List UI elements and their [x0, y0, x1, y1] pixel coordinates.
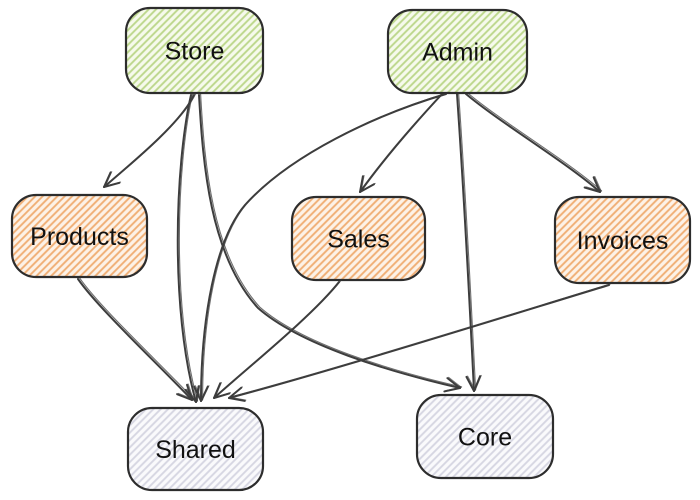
node-box-shared [126, 406, 265, 492]
node-label-products: Products [30, 223, 129, 251]
node-invoices: Invoices [553, 195, 692, 285]
edge-products-to-shared [77, 277, 195, 401]
node-label-store: Store [165, 38, 225, 66]
node-shared: Shared [126, 406, 265, 492]
arrowhead-barb [446, 377, 461, 389]
arrowhead-barb [104, 171, 113, 187]
node-products: Products [10, 193, 149, 279]
node-box-sales [290, 195, 427, 282]
node-label-invoices: Invoices [577, 227, 669, 255]
arrowhead-barb [359, 175, 364, 193]
edge-store-to-shared [176, 93, 201, 403]
node-store: Store [124, 6, 265, 95]
arrowhead-barb [592, 176, 601, 193]
node-box-admin [386, 8, 529, 95]
arrowhead-barb [213, 382, 222, 399]
arrowhead-barb [228, 397, 246, 402]
arrowhead-barb [201, 385, 210, 401]
arrowhead-barb [473, 375, 482, 392]
arrowhead-barb [176, 393, 193, 401]
edge-admin-to-invoices [465, 92, 603, 193]
node-admin: Admin [386, 8, 529, 95]
arrowhead-barb [474, 374, 482, 391]
arrowhead-barb [443, 387, 461, 393]
edge-layer [77, 92, 612, 403]
edge-admin-to-shared [193, 92, 449, 402]
arrowhead-barb [187, 383, 194, 400]
node-label-shared: Shared [155, 436, 236, 464]
edge-store-to-core [198, 93, 463, 393]
node-box-core [415, 393, 555, 480]
arrowhead-barb [214, 392, 232, 398]
node-box-products [10, 193, 149, 279]
arrowhead-barb [103, 171, 112, 188]
arrowhead-barb [194, 385, 203, 401]
arrowhead-barb [465, 375, 475, 392]
node-label-sales: Sales [327, 226, 390, 254]
arrowhead-barb [186, 383, 193, 401]
node-box-invoices [553, 195, 692, 285]
edge-admin-to-core [456, 92, 482, 392]
arrowhead-barb [448, 376, 462, 388]
arrowhead-barb [193, 385, 202, 402]
node-core: Core [415, 393, 555, 480]
arrowhead-barb [104, 181, 122, 187]
edge-invoices-to-shared [228, 283, 612, 402]
arrowhead-barb [360, 182, 376, 192]
arrowhead-barb [200, 385, 209, 402]
arrowhead-barb [229, 396, 247, 401]
node-sales: Sales [290, 195, 427, 282]
edge-sales-to-shared [213, 280, 342, 399]
arrowhead-barb [360, 174, 365, 192]
arrowhead-barb [467, 375, 476, 391]
node-label-core: Core [458, 424, 512, 452]
arrowhead-barb [229, 386, 243, 398]
arrowhead-barb [214, 381, 222, 398]
arrowhead-barb [583, 186, 601, 193]
node-label-admin: Admin [422, 39, 493, 67]
arrowhead-barb [594, 176, 602, 192]
edge-admin-to-sales [359, 92, 445, 193]
node-box-store [124, 6, 265, 95]
